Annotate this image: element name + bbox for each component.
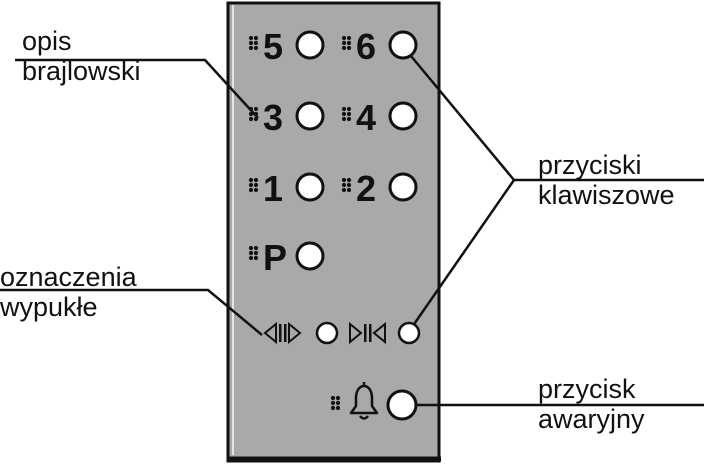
- floor-button[interactable]: [388, 172, 418, 202]
- label-raised: oznaczenia wypukłe: [0, 262, 137, 322]
- floor-key-1[interactable]: 1: [248, 168, 325, 209]
- door-close-key[interactable]: [349, 321, 421, 345]
- floor-key-3[interactable]: 3: [248, 97, 325, 138]
- braille-dots-icon: [248, 35, 259, 51]
- floor-button[interactable]: [295, 241, 325, 271]
- door-keys: [263, 321, 421, 345]
- floor-button[interactable]: [295, 30, 325, 60]
- door-close-button[interactable]: [397, 321, 421, 345]
- floor-key-4[interactable]: 4: [341, 97, 418, 138]
- floor-button[interactable]: [388, 30, 418, 60]
- alarm-key[interactable]: [330, 382, 418, 421]
- floor-key-label: 2: [356, 168, 376, 209]
- floor-key-label: 6: [356, 26, 376, 67]
- label-keys-line1: przyciski: [538, 150, 642, 180]
- pointer-lines: [0, 49, 704, 407]
- braille-dots-icon: [248, 106, 259, 122]
- braille-dots-icon: [248, 245, 259, 261]
- floor-key-5[interactable]: 5: [248, 26, 325, 67]
- label-keys: przyciski klawiszowe: [538, 150, 675, 210]
- label-emergency-line1: przycisk: [538, 374, 636, 404]
- floor-key-label: 1: [263, 168, 283, 209]
- label-raised-line2: wypukłe: [0, 292, 98, 322]
- label-braille-line1: opis: [22, 26, 72, 56]
- label-emergency-line2: awaryjny: [538, 404, 645, 434]
- pointer-braille: [15, 58, 259, 119]
- braille-dots-icon: [341, 177, 352, 193]
- floor-key-label: P: [263, 237, 287, 278]
- floor-key-label: 5: [263, 26, 283, 67]
- floor-button[interactable]: [295, 172, 325, 202]
- braille-dots-icon: [341, 106, 352, 122]
- floor-key-label: 3: [263, 97, 283, 138]
- floor-key-p[interactable]: P: [248, 237, 325, 278]
- braille-dots-icon: [248, 177, 259, 193]
- door-open-button[interactable]: [315, 321, 339, 345]
- pointer-keys-lower: [408, 179, 516, 331]
- floor-button[interactable]: [388, 101, 418, 131]
- label-emergency: przycisk awaryjny: [538, 374, 645, 434]
- floor-key-label: 4: [356, 97, 376, 138]
- door-open-key[interactable]: [263, 321, 339, 345]
- braille-dots-icon: [341, 35, 352, 51]
- floor-key-2[interactable]: 2: [341, 168, 418, 209]
- door-open-icon: [263, 321, 302, 345]
- pointer-raised: [0, 288, 263, 336]
- floor-key-6[interactable]: 6: [341, 26, 418, 67]
- label-braille-line2: brajlowski: [22, 56, 141, 86]
- label-raised-line1: oznaczenia: [0, 262, 137, 292]
- bell-icon: [349, 382, 379, 420]
- panel-body: [226, 1, 441, 463]
- floor-button[interactable]: [295, 101, 325, 131]
- floor-keys: 5 6 3 4: [248, 26, 418, 278]
- door-close-icon: [349, 321, 386, 345]
- panel: [226, 1, 441, 463]
- braille-dots-icon: [330, 395, 341, 411]
- alarm-button[interactable]: [386, 389, 418, 421]
- label-keys-line2: klawiszowe: [538, 180, 675, 210]
- label-braille: opis brajlowski: [22, 26, 141, 86]
